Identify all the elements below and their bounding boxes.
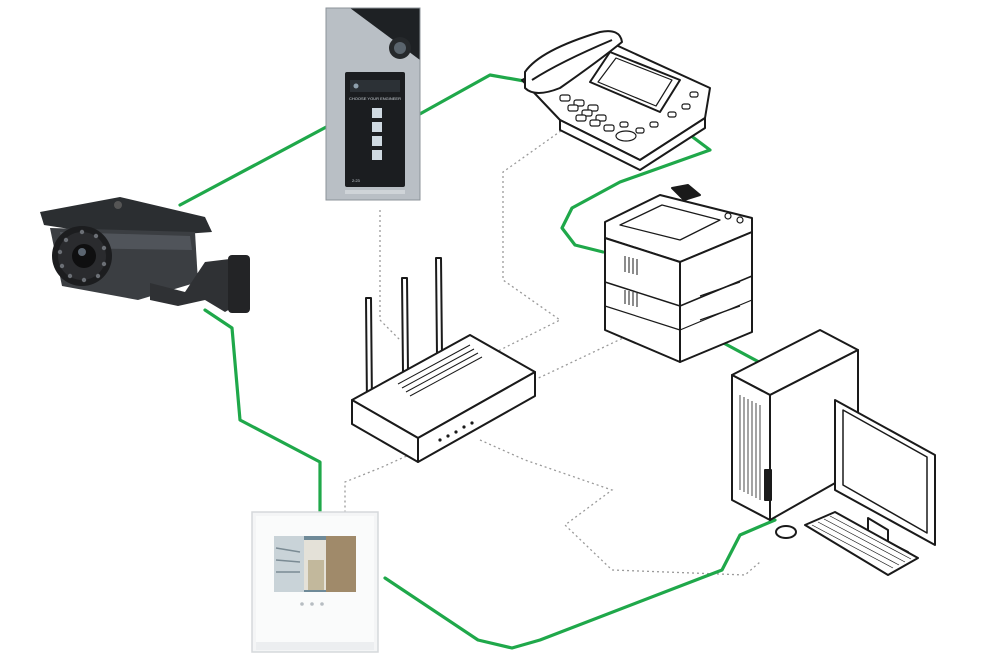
link-router-indoor-monitor — [344, 449, 421, 520]
desktop-computer-icon — [731, 329, 936, 576]
ip-desk-phone-icon — [521, 30, 711, 171]
link-router-door-panel — [379, 210, 401, 341]
cctv-camera-icon — [40, 197, 250, 313]
link-indoor-monitor-camera — [203, 308, 322, 517]
link-router-ip-phone — [469, 127, 566, 366]
link-router-desktop — [479, 439, 761, 576]
video-door-entry-panel-icon: CHOOSE YOUR ENGINEER 2:23 — [325, 7, 421, 201]
wired-links — [178, 73, 777, 650]
indoor-video-monitor-icon — [251, 511, 379, 653]
link-camera-door-panel — [178, 123, 332, 207]
link-ip-phone-printer — [560, 133, 712, 254]
wifi-router-icon — [351, 257, 536, 463]
link-door-panel-ip-phone — [416, 73, 532, 117]
door-panel-screen-text: CHOOSE YOUR ENGINEER — [349, 96, 401, 101]
laser-printer-icon — [604, 184, 753, 363]
door-panel-footer-text: 2:23 — [352, 178, 361, 183]
link-desktop-indoor-monitor — [383, 518, 777, 650]
